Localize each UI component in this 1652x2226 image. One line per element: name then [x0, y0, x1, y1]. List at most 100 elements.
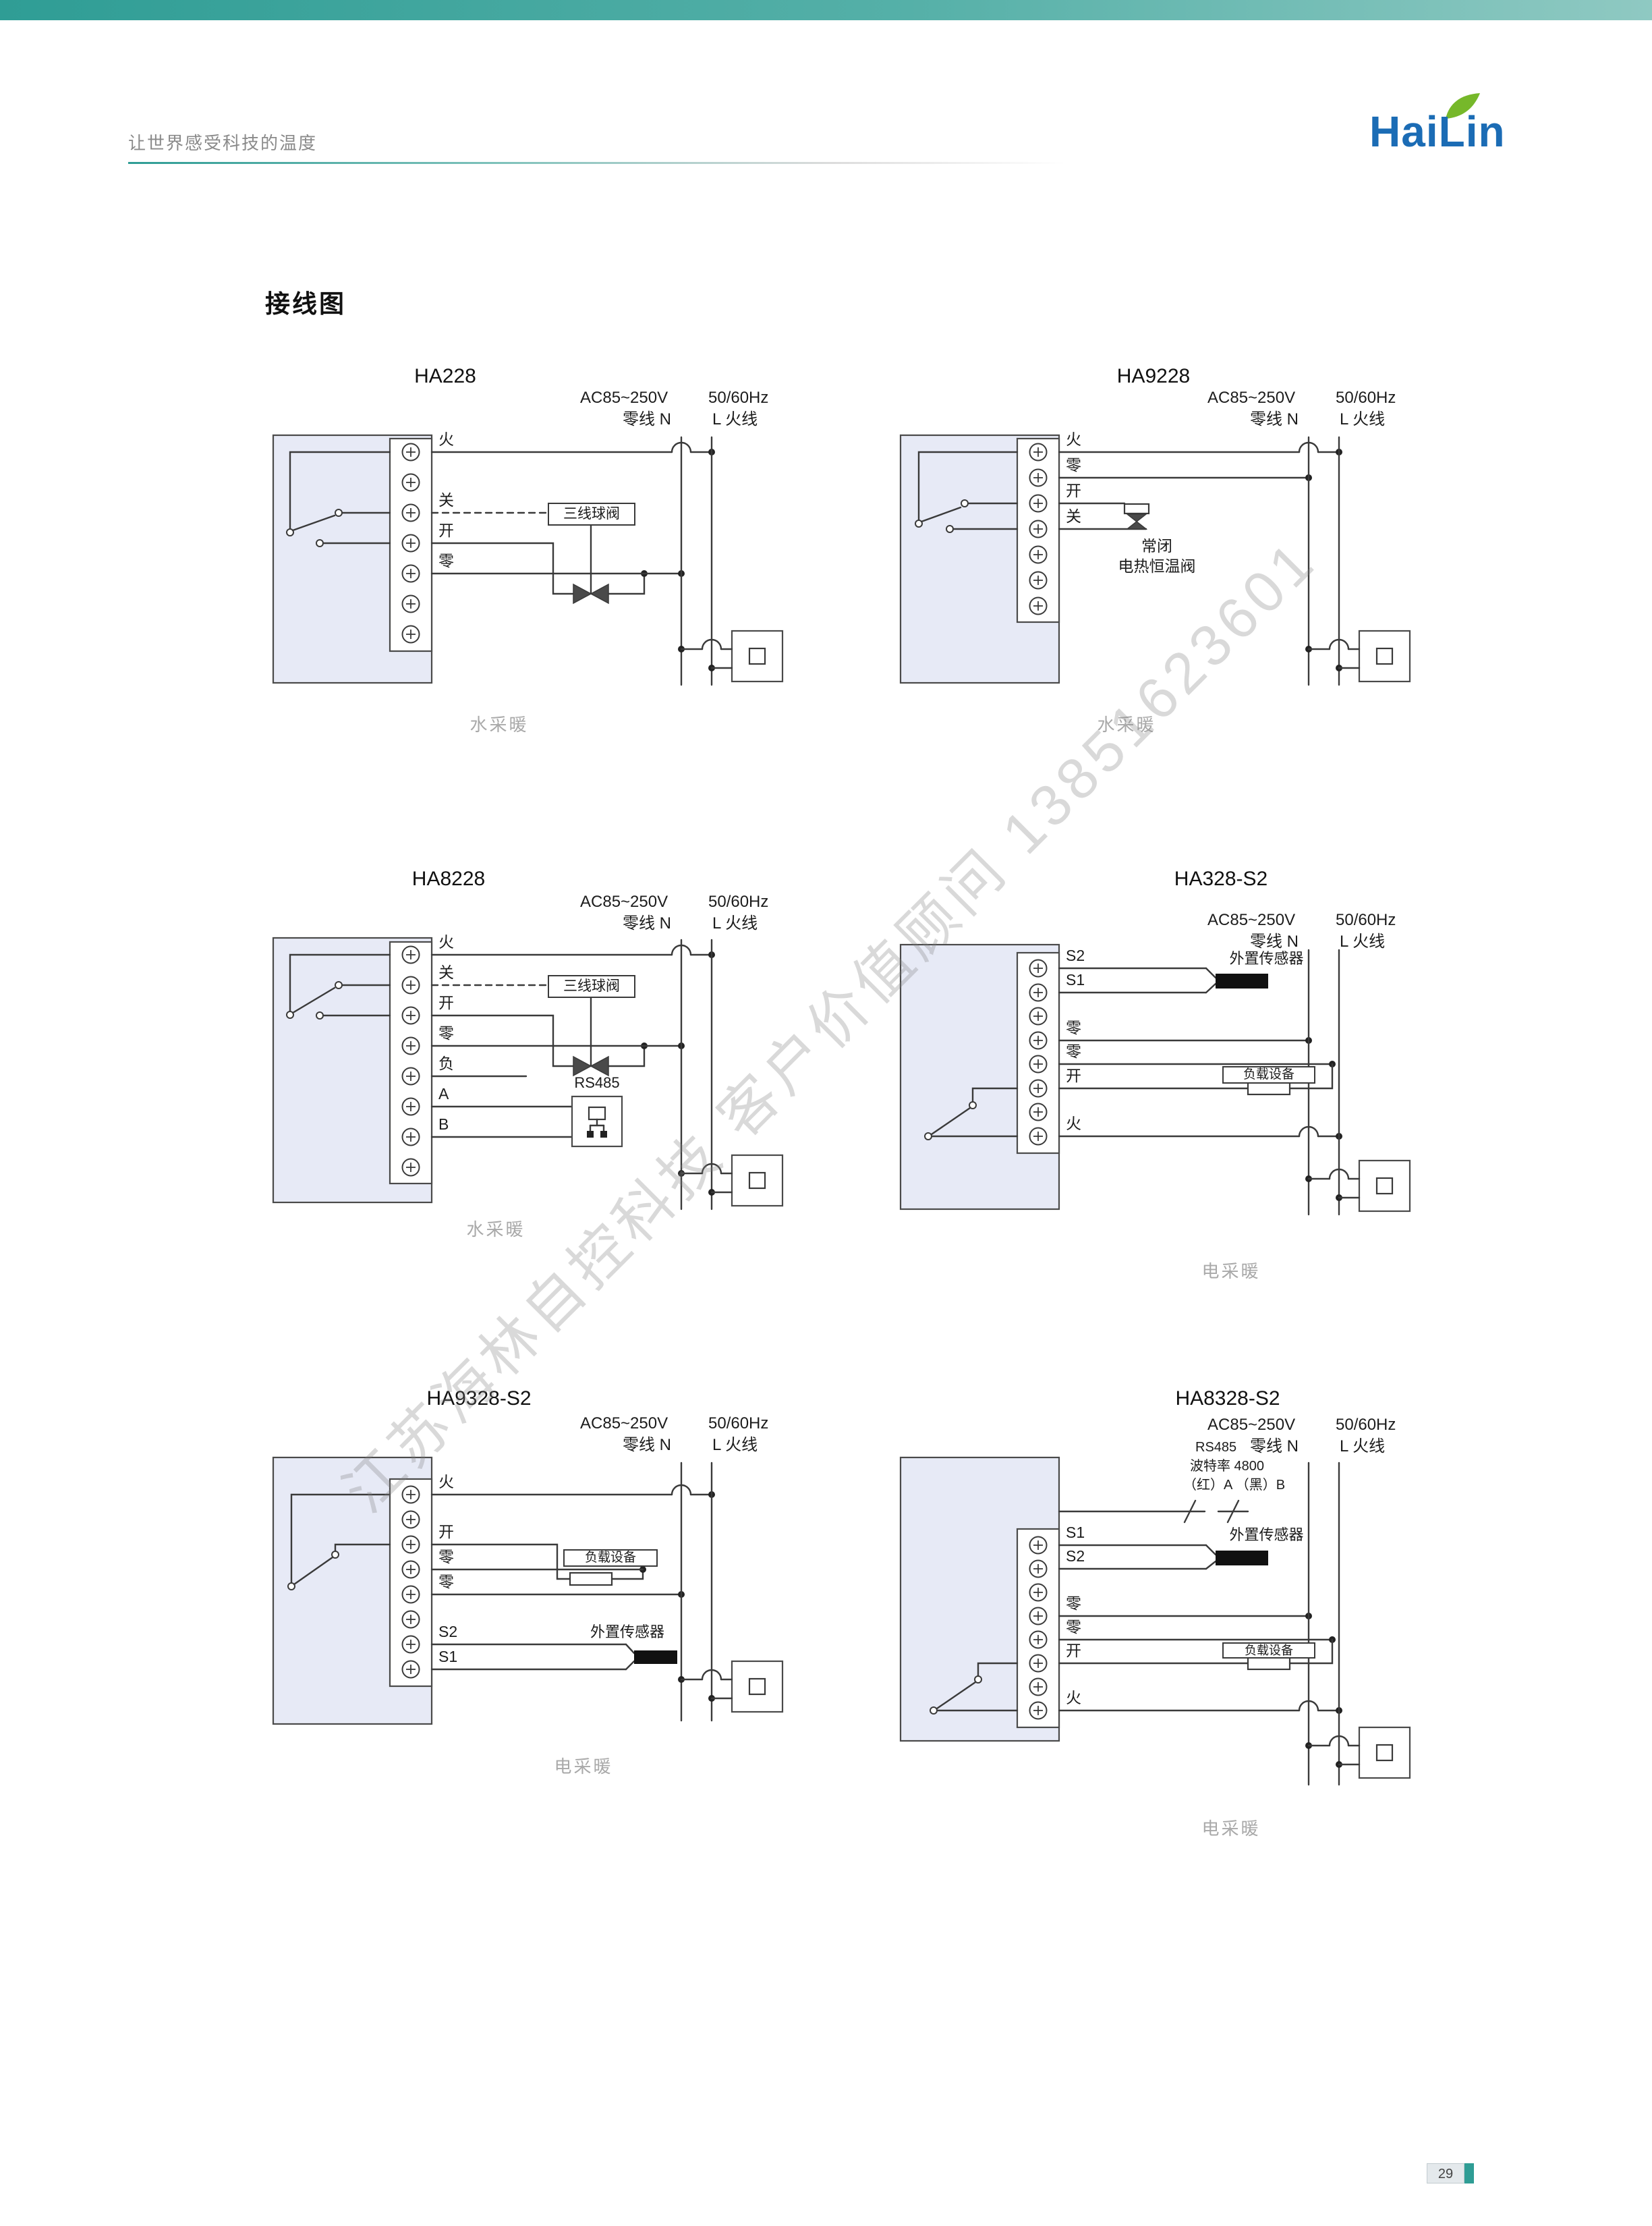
- sensor-label: 外置传感器: [1229, 1526, 1304, 1543]
- power-frequency-label: 50/60Hz: [708, 1414, 769, 1432]
- live-label: L 火线: [712, 410, 758, 428]
- rs485-port-icon: [571, 1095, 623, 1148]
- wire-label: 关: [438, 491, 454, 509]
- sensor-label: 外置传感器: [1229, 950, 1304, 967]
- load-label-box: 负载设备: [1222, 1066, 1315, 1084]
- socket-icon: [1358, 1159, 1411, 1213]
- valve-label-box: 三线球阀: [548, 503, 635, 526]
- valve-icon: [573, 994, 609, 1077]
- live-label: L 火线: [1340, 933, 1386, 951]
- rs485-label: RS485: [574, 1074, 620, 1091]
- page-footer: 29: [1427, 2163, 1474, 2183]
- terminal-block: [389, 1478, 433, 1688]
- wire-label: B: [438, 1115, 449, 1133]
- wire-label: 火: [1066, 1115, 1081, 1132]
- page-number: 29: [1427, 2163, 1464, 2183]
- load-label-box: 负载设备: [1222, 1642, 1315, 1659]
- relay-switch-icon: [286, 451, 391, 547]
- power-lines: [1307, 1462, 1340, 1786]
- wire-label: 开: [438, 1523, 454, 1540]
- model-title: HA8328-S2: [1175, 1387, 1280, 1410]
- relay-switch-icon: [287, 1493, 391, 1590]
- hailin-logo: HaiLin: [1369, 107, 1506, 156]
- wire-label: 火: [438, 1473, 454, 1491]
- model-title: HA228: [414, 365, 476, 387]
- sensor-icon: [634, 1650, 677, 1664]
- wire-label: S1: [438, 1648, 458, 1665]
- power-frequency-label: 50/60Hz: [708, 389, 769, 407]
- resistor-icon: [1247, 1656, 1291, 1671]
- live-label: L 火线: [712, 1436, 758, 1454]
- ha228-wiring: [272, 434, 784, 686]
- wire-label: 零: [438, 1024, 454, 1042]
- socket-icon: [731, 630, 784, 683]
- neutral-label: 零线 N: [623, 1436, 671, 1454]
- power-frequency-label: 50/60Hz: [1336, 911, 1396, 929]
- power-lines: [680, 939, 713, 1211]
- rs485-note-line2: 波特率 4800: [1190, 1459, 1265, 1474]
- wire-label: 开: [438, 994, 454, 1011]
- wire-label: 开: [1066, 1067, 1081, 1084]
- live-label: L 火线: [1340, 1437, 1386, 1455]
- sensor-label: 外置传感器: [590, 1623, 664, 1640]
- diagram-caption: 水采暖: [466, 1219, 525, 1240]
- terminal-block: [1016, 951, 1060, 1154]
- live-label: L 火线: [1340, 410, 1386, 428]
- wire-label: 开: [1066, 482, 1081, 499]
- top-accent-bar: [0, 0, 1652, 20]
- valve-label-line1: 常闭: [1141, 537, 1172, 555]
- diagram-caption: 电采暖: [1201, 1818, 1261, 1839]
- diagram-caption: 电采暖: [1201, 1261, 1261, 1281]
- wire-label: 负: [438, 1055, 454, 1072]
- wire-label: 开: [1066, 1642, 1081, 1659]
- relay-switch-icon: [915, 451, 1019, 533]
- ha8328s2-wiring: [899, 1456, 1411, 1786]
- load-label-box: 负载设备: [563, 1549, 658, 1567]
- model-title: HA9228: [1116, 365, 1191, 387]
- wire-label: 零: [1066, 1042, 1081, 1060]
- valve-label-line2: 电热恒温阀: [1118, 557, 1196, 575]
- sensor-icon: [1216, 974, 1268, 989]
- page-number-accent: [1464, 2163, 1474, 2183]
- wire-label: 零: [1066, 1618, 1081, 1636]
- page-title: 接线图: [265, 290, 346, 318]
- wire-label: 火: [1066, 1689, 1081, 1706]
- wire-label: S2: [438, 1623, 458, 1640]
- power-voltage-label: AC85~250V: [580, 1414, 668, 1432]
- wire-label: A: [438, 1085, 449, 1103]
- socket-icon: [731, 1660, 784, 1713]
- wire-label: 零: [1066, 1019, 1081, 1036]
- relay-switch-icon: [924, 1087, 1019, 1140]
- wire-label: 火: [1066, 430, 1081, 448]
- wire-label: 零: [1066, 456, 1081, 474]
- electrothermal-valve-icon: [1123, 503, 1150, 530]
- neutral-label: 零线 N: [1250, 1437, 1299, 1455]
- neutral-label: 零线 N: [623, 914, 671, 933]
- live-label: L 火线: [712, 914, 758, 933]
- socket-icon: [1358, 1726, 1411, 1779]
- ha8228-wiring: [272, 937, 784, 1211]
- power-voltage-label: AC85~250V: [1207, 911, 1296, 929]
- wire-label: 关: [438, 964, 454, 981]
- resistor-icon: [569, 1571, 613, 1586]
- hailin-leaf-icon: [1446, 93, 1480, 119]
- header-tagline: 让世界感受科技的温度: [128, 133, 318, 153]
- power-lines: [680, 436, 713, 686]
- rs485-note-line3: （红）A （黑）B: [1183, 1478, 1286, 1493]
- wire-label: 火: [438, 430, 454, 448]
- power-lines: [680, 1462, 713, 1722]
- neutral-label: 零线 N: [1250, 933, 1299, 951]
- model-title: HA9328-S2: [426, 1387, 532, 1410]
- diagram-caption: 水采暖: [1097, 715, 1156, 735]
- power-voltage-label: AC85~250V: [580, 893, 668, 911]
- valve-label-box: 三线球阀: [548, 975, 635, 998]
- wire-label: S2: [1066, 1547, 1085, 1565]
- power-frequency-label: 50/60Hz: [708, 893, 769, 911]
- rs485-note-line1: RS485: [1195, 1440, 1237, 1455]
- wire-label: 零: [1066, 1594, 1081, 1612]
- wire-label: S2: [1066, 947, 1085, 964]
- valve-icon: [573, 522, 609, 605]
- model-title: HA8228: [411, 868, 486, 890]
